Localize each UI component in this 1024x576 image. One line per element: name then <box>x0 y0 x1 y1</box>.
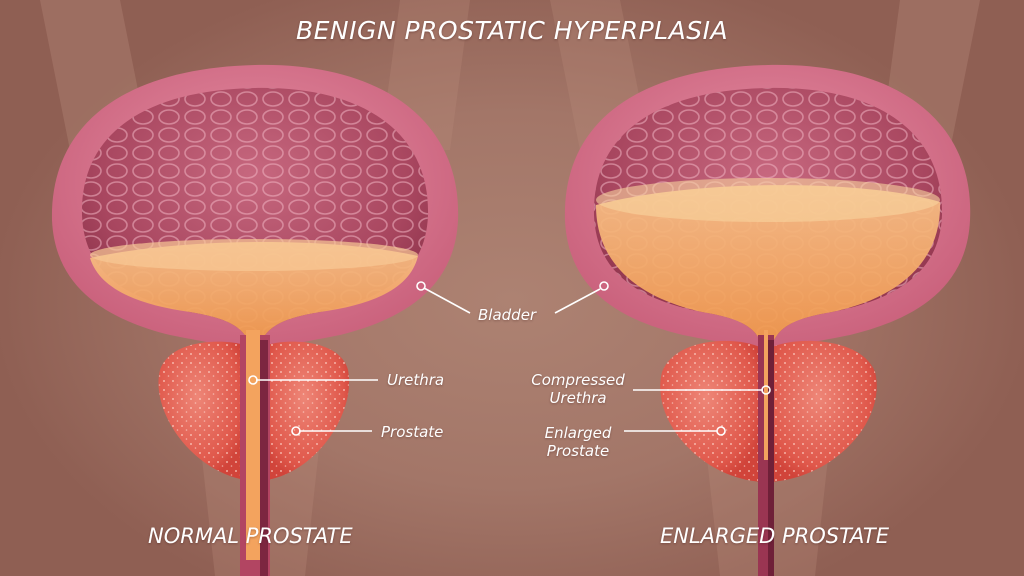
enlarged-prostate-caption: ENLARGED PROSTATE <box>660 524 889 548</box>
enlarged-prostate-label-line1: Enlarged <box>544 424 612 442</box>
compressed-urethra-label-line2: Urethra <box>549 389 607 407</box>
page-title: BENIGN PROSTATIC HYPERPLASIA <box>295 16 729 45</box>
enlarged-urethra <box>758 330 774 576</box>
urethra-label: Urethra <box>387 371 445 389</box>
prostate-label: Prostate <box>381 423 444 441</box>
leader-lines <box>248 281 771 436</box>
compressed-urethra-label-line1: Compressed <box>531 371 625 389</box>
enlarged-prostate-label: Enlarged Prostate <box>536 424 620 460</box>
enlarged-prostate-label-line2: Prostate <box>546 442 610 460</box>
normal-prostate <box>158 341 350 480</box>
normal-prostate-caption: NORMAL PROSTATE <box>148 524 353 548</box>
bladder-label: Bladder <box>478 306 537 324</box>
compressed-urethra-label: Compressed Urethra <box>524 371 632 407</box>
enlarged-bladder <box>564 64 971 360</box>
normal-bladder <box>51 64 459 360</box>
enlarged-prostate <box>660 340 877 482</box>
normal-urethra <box>240 330 270 576</box>
